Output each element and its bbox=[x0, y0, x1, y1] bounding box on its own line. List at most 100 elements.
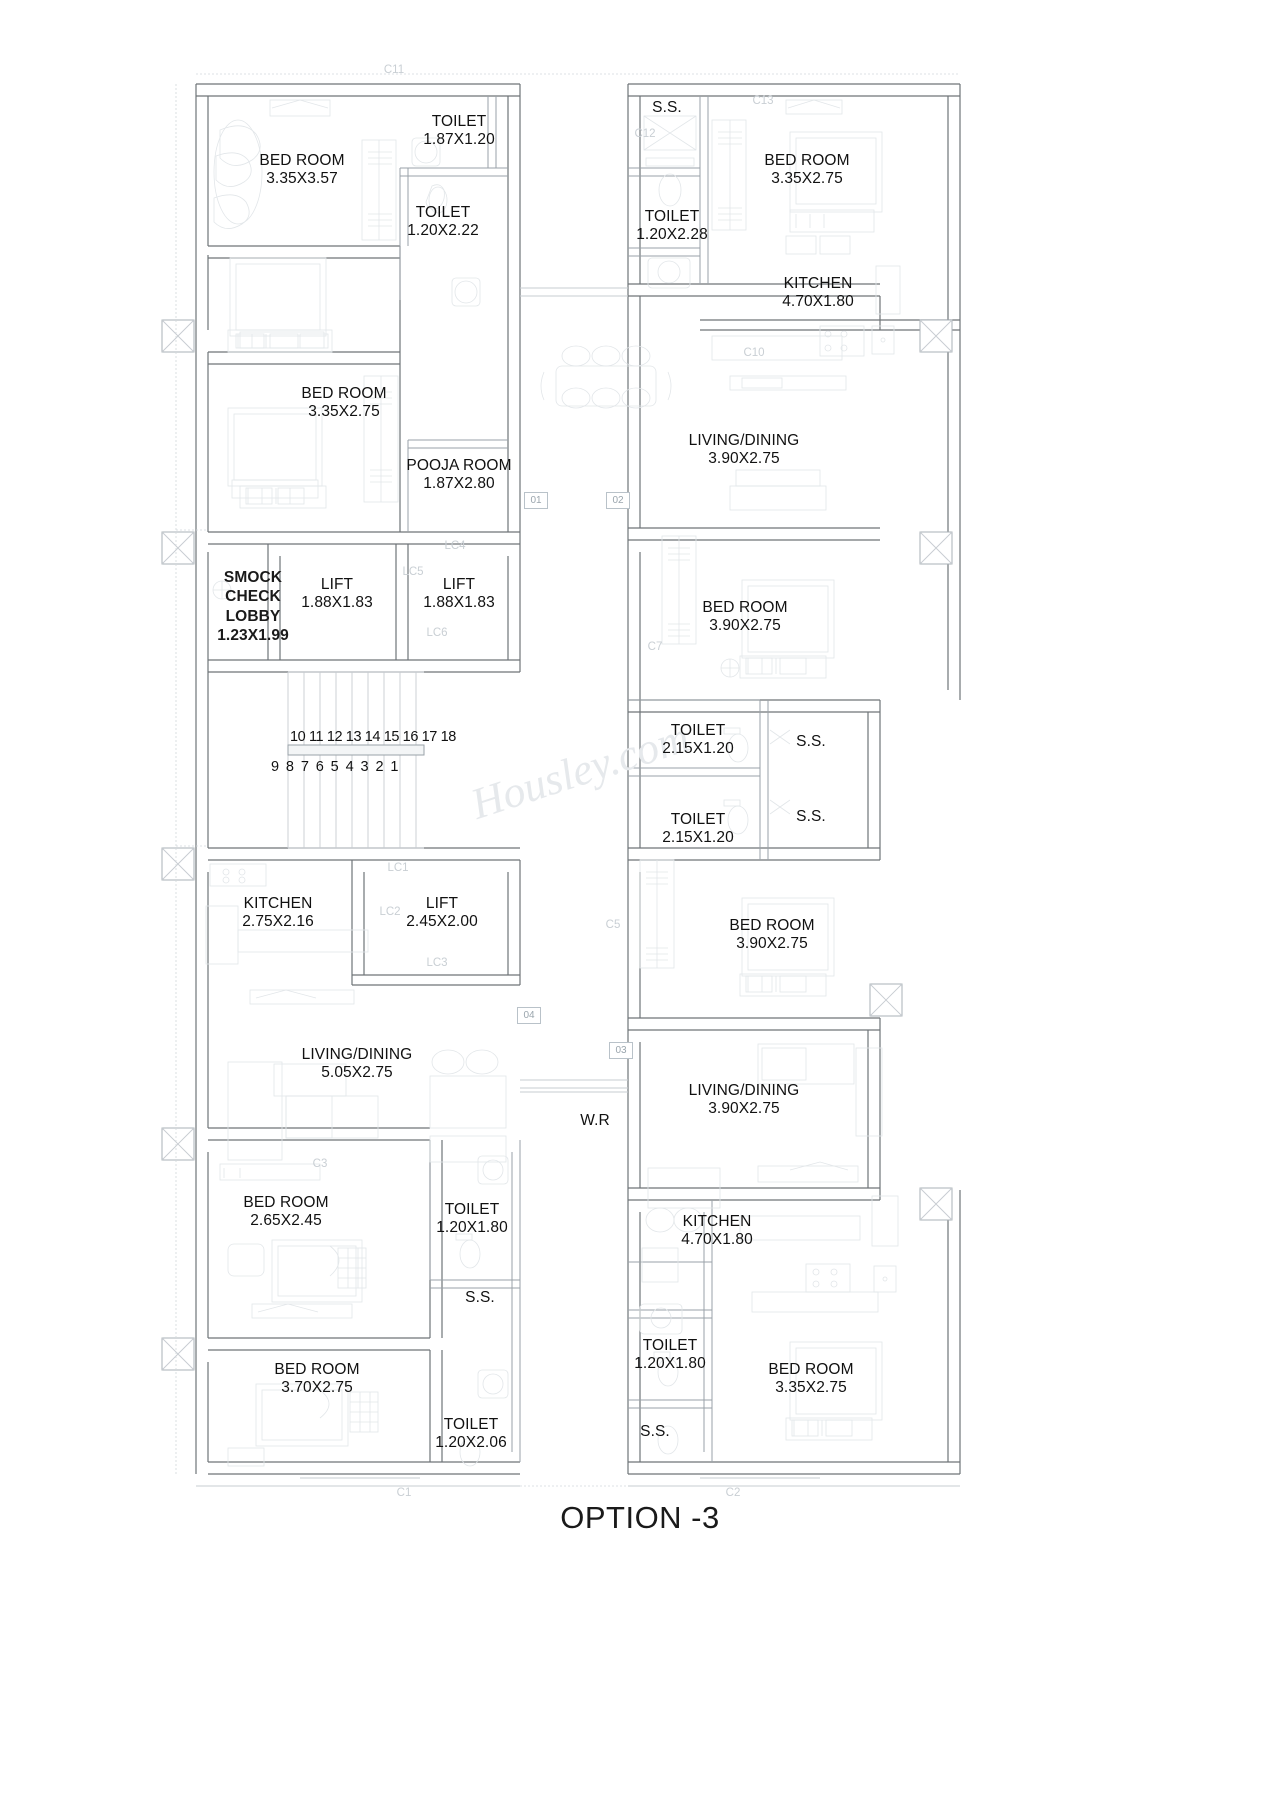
room-dimension: 1.87X1.20 bbox=[423, 131, 495, 149]
room-dimension: 1.20X1.80 bbox=[436, 1219, 508, 1237]
room-dimension: 5.05X2.75 bbox=[321, 1064, 393, 1082]
grid-mark-c10: C10 bbox=[743, 347, 765, 359]
section-mark-01: 01 bbox=[524, 492, 548, 509]
grid-mark-c13: C13 bbox=[752, 95, 774, 107]
grid-mark-lc6: LC6 bbox=[426, 627, 448, 639]
room-label-ss-4: S.S. bbox=[465, 1289, 495, 1307]
room-name: SMOCK CHECK LOBBY bbox=[223, 569, 283, 625]
section-mark-03: 03 bbox=[609, 1042, 633, 1059]
room-dimension: 1.88X1.83 bbox=[423, 594, 495, 612]
room-name: BED ROOM bbox=[764, 152, 850, 169]
room-dimension: 2.45X2.00 bbox=[406, 913, 478, 931]
room-dimension: 3.35X2.75 bbox=[775, 1379, 847, 1397]
room-name: S.S. bbox=[640, 1423, 670, 1440]
room-name: TOILET bbox=[670, 722, 726, 739]
grid-mark-lc1: LC1 bbox=[387, 862, 409, 874]
room-dimension: 3.90X2.75 bbox=[708, 1100, 780, 1118]
stair-numbers-upper: 10 11 12 13 14 15 16 17 18 bbox=[290, 729, 456, 745]
room-name: TOILET bbox=[444, 1201, 500, 1218]
room-dimension: 1.20X2.06 bbox=[435, 1434, 507, 1452]
grid-mark-c11: C11 bbox=[383, 64, 405, 76]
room-dimension: 4.70X1.80 bbox=[782, 293, 854, 311]
room-dimension: 1.23X1.99 bbox=[217, 627, 289, 645]
room-name: S.S. bbox=[465, 1289, 495, 1306]
room-name: BED ROOM bbox=[729, 917, 815, 934]
room-dimension: 3.35X2.75 bbox=[771, 170, 843, 188]
stair-numbers-lower: 9 8 7 6 5 4 3 2 1 bbox=[271, 759, 399, 775]
room-name: POOJA ROOM bbox=[406, 457, 512, 474]
grid-mark-c5: C5 bbox=[605, 919, 621, 931]
room-label-ss-1: S.S. bbox=[652, 99, 682, 117]
room-name: LIVING/DINING bbox=[301, 1046, 413, 1063]
room-name: LIVING/DINING bbox=[688, 1082, 800, 1099]
room-name: LIFT bbox=[320, 576, 354, 593]
room-dimension: 4.70X1.80 bbox=[681, 1231, 753, 1249]
room-dimension: 3.35X3.57 bbox=[266, 170, 338, 188]
room-dimension: 3.90X2.75 bbox=[736, 935, 808, 953]
grid-mark-lc4: LC4 bbox=[444, 540, 466, 552]
grid-mark-lc2: LC2 bbox=[379, 906, 401, 918]
grid-mark-c1: C1 bbox=[396, 1487, 412, 1499]
room-name: BED ROOM bbox=[259, 152, 345, 169]
section-mark-02: 02 bbox=[606, 492, 630, 509]
room-dimension: 2.65X2.45 bbox=[250, 1212, 322, 1230]
room-name: LIFT bbox=[442, 576, 476, 593]
room-dimension: 1.88X1.83 bbox=[301, 594, 373, 612]
room-name: TOILET bbox=[644, 208, 700, 225]
room-name: BED ROOM bbox=[768, 1361, 854, 1378]
room-name: S.S. bbox=[796, 733, 826, 750]
room-dimension: 3.90X2.75 bbox=[708, 450, 780, 468]
room-dimension: 2.75X2.16 bbox=[242, 913, 314, 931]
room-name: LIVING/DINING bbox=[688, 432, 800, 449]
room-dimension: 1.20X1.80 bbox=[634, 1355, 706, 1373]
room-dimension: 2.15X1.20 bbox=[662, 829, 734, 847]
room-name: TOILET bbox=[670, 811, 726, 828]
room-dimension: 2.15X1.20 bbox=[662, 740, 734, 758]
grid-mark-lc3: LC3 bbox=[426, 957, 448, 969]
room-name: TOILET bbox=[642, 1337, 698, 1354]
room-name: S.S. bbox=[796, 808, 826, 825]
room-label-ss-5: S.S. bbox=[640, 1423, 670, 1441]
room-name: BED ROOM bbox=[274, 1361, 360, 1378]
room-name: BED ROOM bbox=[301, 385, 387, 402]
room-name: KITCHEN bbox=[783, 275, 853, 292]
room-label-wr: W.R bbox=[580, 1112, 610, 1130]
grid-mark-c7: C7 bbox=[647, 641, 663, 653]
room-name: KITCHEN bbox=[243, 895, 313, 912]
room-dimension: 3.90X2.75 bbox=[709, 617, 781, 635]
grid-mark-lc5: LC5 bbox=[402, 566, 424, 578]
grid-mark-c12: C12 bbox=[634, 128, 656, 140]
room-name: BED ROOM bbox=[702, 599, 788, 616]
grid-mark-c2: C2 bbox=[725, 1487, 741, 1499]
room-dimension: 1.20X2.22 bbox=[407, 222, 479, 240]
room-name: W.R bbox=[580, 1112, 610, 1129]
room-dimension: 3.35X2.75 bbox=[308, 403, 380, 421]
room-name: TOILET bbox=[431, 113, 487, 130]
drawing-title: OPTION -3 bbox=[560, 1500, 720, 1535]
